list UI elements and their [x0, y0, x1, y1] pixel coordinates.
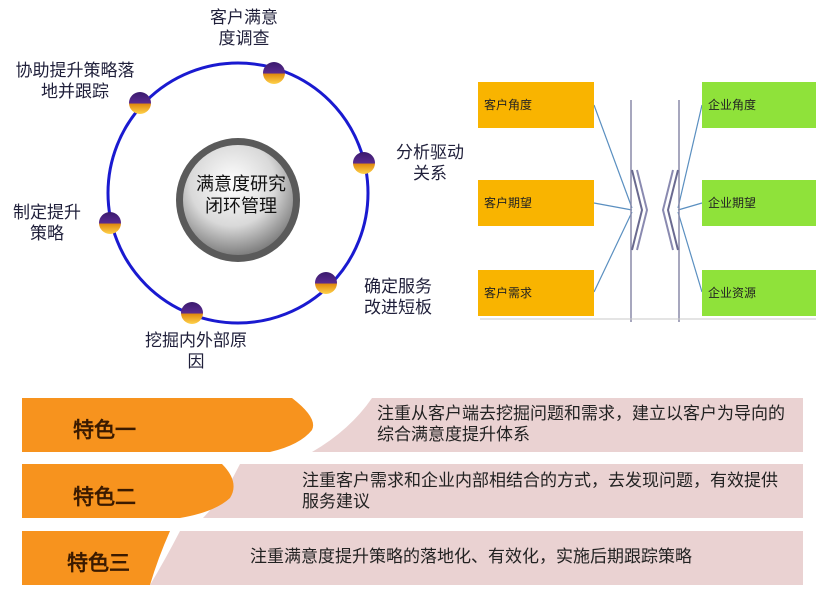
feature-3-desc: 注重满意度提升策略的落地化、有效化，实施后期跟踪策略	[250, 547, 692, 567]
feature-bars	[22, 398, 803, 585]
cycle-step-root-cause: 挖掘内外部原因	[145, 331, 247, 372]
cycle-node-1	[263, 62, 285, 84]
cycle-ring	[106, 61, 370, 325]
cycle-step-survey: 客户满意度调查	[210, 8, 278, 49]
feature-3-desc-shape	[150, 531, 803, 585]
cycle-node-5	[99, 212, 121, 234]
cycle-node-2	[353, 152, 375, 174]
cycle-node-6	[129, 92, 151, 114]
cycle-center-label: 满意度研究闭环管理	[196, 174, 286, 217]
box-customer-perspective: 客户角度	[478, 82, 594, 128]
cycle-step-gap: 确定服务改进短板	[364, 277, 432, 318]
feature-3-tag: 特色三	[67, 551, 130, 575]
cycle-step-follow-up: 协助提升策略落地并跟踪	[15, 61, 135, 102]
feature-2-desc-shape	[203, 464, 803, 518]
feature-2-tag: 特色二	[73, 485, 136, 509]
feature-2-desc: 注重客户需求和企业内部相结合的方式，去发现问题，有效提供服务建议	[302, 471, 778, 512]
cycle-node-3	[315, 272, 337, 294]
box-enterprise-perspective: 企业角度	[702, 82, 816, 128]
feature-1-desc: 注重从客户端去挖掘问题和需求，建立以客户为导向的综合满意度提升体系	[377, 404, 785, 445]
box-enterprise-resource: 企业资源	[702, 270, 816, 316]
feature-3-tag-shape	[22, 531, 170, 585]
cycle-step-strategy: 制定提升策略	[13, 203, 81, 244]
box-customer-expectation: 客户期望	[478, 180, 594, 226]
feature-1-tag-shape	[22, 398, 314, 452]
cycle-diagram	[99, 61, 375, 325]
feature-1-desc-shape	[312, 398, 803, 452]
feature-2-tag-shape	[22, 464, 234, 518]
mapping-connectors	[480, 100, 816, 322]
hub-inner	[183, 145, 293, 255]
box-enterprise-expectation: 企业期望	[702, 180, 816, 226]
feature-1-tag: 特色一	[73, 418, 136, 442]
box-customer-demand: 客户需求	[478, 270, 594, 316]
cycle-step-driver-analysis: 分析驱动关系	[396, 143, 464, 184]
cycle-node-4	[181, 302, 203, 324]
